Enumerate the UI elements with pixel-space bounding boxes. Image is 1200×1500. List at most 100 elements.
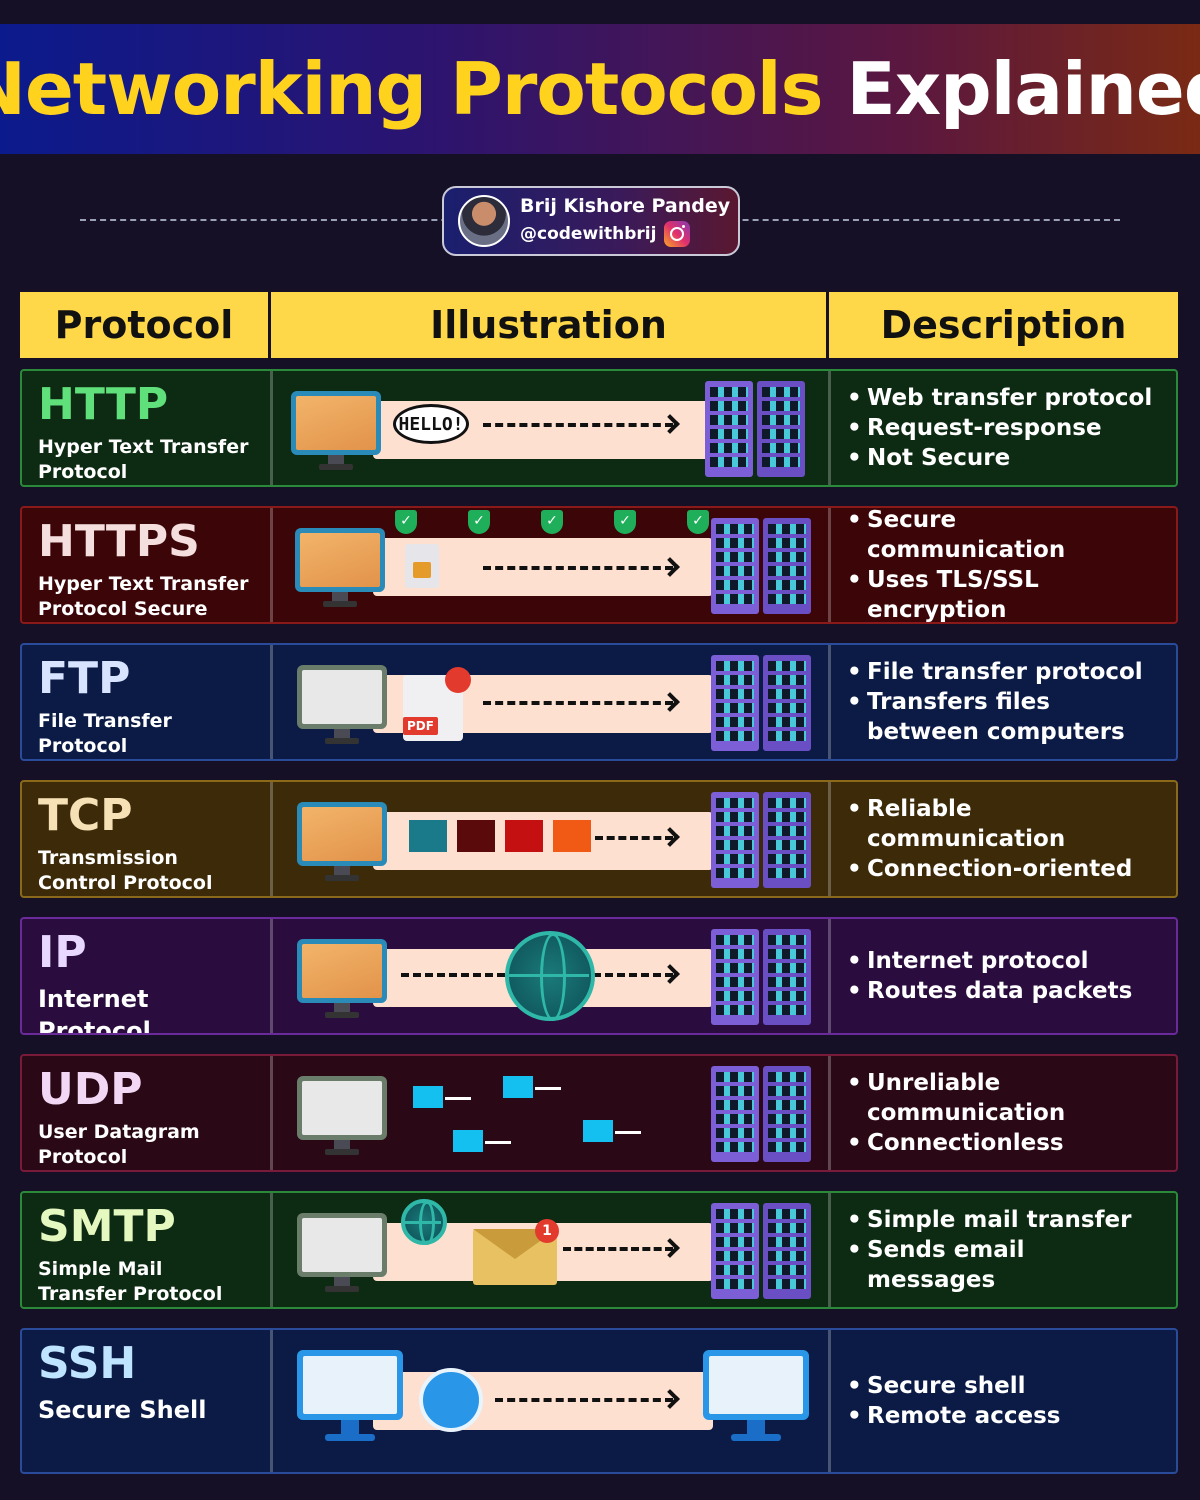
shield-check-icon: ✓ xyxy=(614,510,636,534)
description-list: Secure communication Uses TLS/SSL encryp… xyxy=(847,508,1160,622)
server-icon xyxy=(711,929,815,1025)
table-header: Protocol Illustration Description xyxy=(20,292,1178,358)
pdf-file-icon: PDF xyxy=(403,667,471,741)
list-item: Transfers files between computers xyxy=(847,687,1160,747)
protocol-full-name: User Datagram Protocol xyxy=(38,1121,200,1168)
list-item: Secure communication xyxy=(847,508,1160,565)
table-row-udp: UDP User Datagram Protocol Unreliable co… xyxy=(20,1054,1178,1172)
packet-icon xyxy=(409,820,447,852)
protocol-full-name: Secure Shell xyxy=(38,1396,207,1424)
monitor-icon xyxy=(295,528,385,607)
server-icon xyxy=(711,1066,815,1162)
protocol-full-name: Hyper Text Transfer Protocol xyxy=(38,436,249,483)
avatar xyxy=(458,195,510,247)
illustration-tcp xyxy=(273,782,831,896)
protocol-abbr: SMTP xyxy=(38,1201,176,1252)
dashed-arrow xyxy=(483,566,673,570)
illustration-ip xyxy=(273,919,831,1033)
monitor-icon xyxy=(297,1076,387,1155)
illustration-https: ✓ ✓ ✓ ✓ ✓ xyxy=(273,508,831,622)
table-row-http: HTTP Hyper Text Transfer Protocol HELLO!… xyxy=(20,369,1178,487)
list-item: File transfer protocol xyxy=(847,657,1160,687)
hello-speech-bubble: HELLO! xyxy=(393,404,469,444)
secure-computer-icon xyxy=(703,1350,809,1446)
monitor-icon xyxy=(297,665,387,744)
list-item: Simple mail transfer xyxy=(847,1205,1160,1235)
list-item: Internet protocol xyxy=(847,946,1132,976)
packet-icon xyxy=(413,1086,443,1108)
download-icon xyxy=(445,667,471,693)
illustration-http: HELLO! xyxy=(273,371,831,485)
server-icon xyxy=(711,1203,815,1299)
description-list: File transfer protocol Transfers files b… xyxy=(847,657,1160,747)
author-handle: @codewithbrij xyxy=(520,224,657,244)
server-icon xyxy=(711,655,815,751)
page-title: Networking Protocols Explained xyxy=(0,47,1200,131)
packet-icon xyxy=(553,820,591,852)
notification-badge: 1 xyxy=(535,1219,559,1243)
shield-check-icon: ✓ xyxy=(395,510,417,534)
protocol-full-name: Simple Mail Transfer Protocol xyxy=(38,1258,223,1305)
table-row-https: HTTPS Hyper Text Transfer Protocol Secur… xyxy=(20,506,1178,624)
description-list: Unreliable communication Connectionless xyxy=(847,1068,1160,1158)
illustration-udp xyxy=(273,1056,831,1170)
illustration-ftp: PDF xyxy=(273,645,831,759)
list-item: Unreliable communication xyxy=(847,1068,1160,1128)
arrow-icon xyxy=(615,1131,641,1134)
list-item: Routes data packets xyxy=(847,976,1132,1006)
list-item: Request-response xyxy=(847,413,1152,443)
protocol-full-name: Transmission Control Protocol xyxy=(38,847,213,894)
monitor-icon xyxy=(297,939,387,1018)
protocol-abbr: FTP xyxy=(38,653,131,704)
list-item: Web transfer protocol xyxy=(847,383,1152,413)
description-list: Reliable communication Connection-orient… xyxy=(847,794,1160,884)
table-row-tcp: TCP Transmission Control Protocol Reliab… xyxy=(20,780,1178,898)
arrow-icon xyxy=(485,1141,511,1144)
protocol-full-name: Hyper Text Transfer Protocol Secure xyxy=(38,573,249,620)
server-icon xyxy=(711,518,815,614)
description-list: Secure shell Remote access xyxy=(847,1371,1060,1431)
dashed-arrow xyxy=(595,836,673,840)
list-item: Secure shell xyxy=(847,1371,1060,1401)
globe-icon xyxy=(505,931,595,1021)
instagram-icon[interactable] xyxy=(664,221,691,247)
list-item: Connectionless xyxy=(847,1128,1160,1158)
list-item: Connection-oriented xyxy=(847,854,1160,884)
illustration-ssh xyxy=(273,1330,831,1472)
illustration-smtp: 1 xyxy=(273,1193,831,1307)
list-item: Remote access xyxy=(847,1401,1060,1431)
dashed-arrow xyxy=(495,1398,673,1402)
table-row-ip: IP Internet Protocol Internet protocol R… xyxy=(20,917,1178,1035)
globe-icon xyxy=(401,1199,447,1245)
protocol-abbr: HTTPS xyxy=(38,516,200,567)
list-item: Reliable communication xyxy=(847,794,1160,854)
packet-icon xyxy=(503,1076,533,1098)
secure-computer-icon xyxy=(297,1350,403,1446)
protocol-abbr: IP xyxy=(38,927,87,978)
packet-icon xyxy=(457,820,495,852)
shield-check-icon: ✓ xyxy=(541,510,563,534)
dashed-arrow xyxy=(483,423,673,427)
list-item: Uses TLS/SSL encryption xyxy=(847,565,1160,622)
protocol-full-name: Internet Protocol xyxy=(38,985,151,1035)
header-description: Description xyxy=(829,292,1178,358)
protocol-abbr: HTTP xyxy=(38,379,169,430)
arrow-icon xyxy=(535,1087,561,1090)
arrow-icon xyxy=(445,1097,471,1100)
list-item: Sends email messages xyxy=(847,1235,1160,1295)
author-badge[interactable]: Brij Kishore Pandey @codewithbrij xyxy=(442,186,740,256)
description-list: Simple mail transfer Sends email message… xyxy=(847,1205,1160,1295)
header-illustration: Illustration xyxy=(271,292,829,358)
monitor-icon xyxy=(291,391,381,470)
server-icon xyxy=(705,381,809,477)
list-item: Not Secure xyxy=(847,443,1152,473)
shield-check-icon: ✓ xyxy=(468,510,490,534)
protocol-full-name: File Transfer Protocol xyxy=(38,710,172,757)
shield-check-icon: ✓ xyxy=(687,510,709,534)
packet-icon xyxy=(583,1120,613,1142)
protocol-abbr: UDP xyxy=(38,1064,143,1115)
dashed-arrow xyxy=(483,701,673,705)
table-row-ssh: SSH Secure Shell Secure shell Remote acc… xyxy=(20,1328,1178,1474)
description-list: Internet protocol Routes data packets xyxy=(847,946,1132,1006)
table-row-smtp: SMTP Simple Mail Transfer Protocol 1 Sim… xyxy=(20,1191,1178,1309)
